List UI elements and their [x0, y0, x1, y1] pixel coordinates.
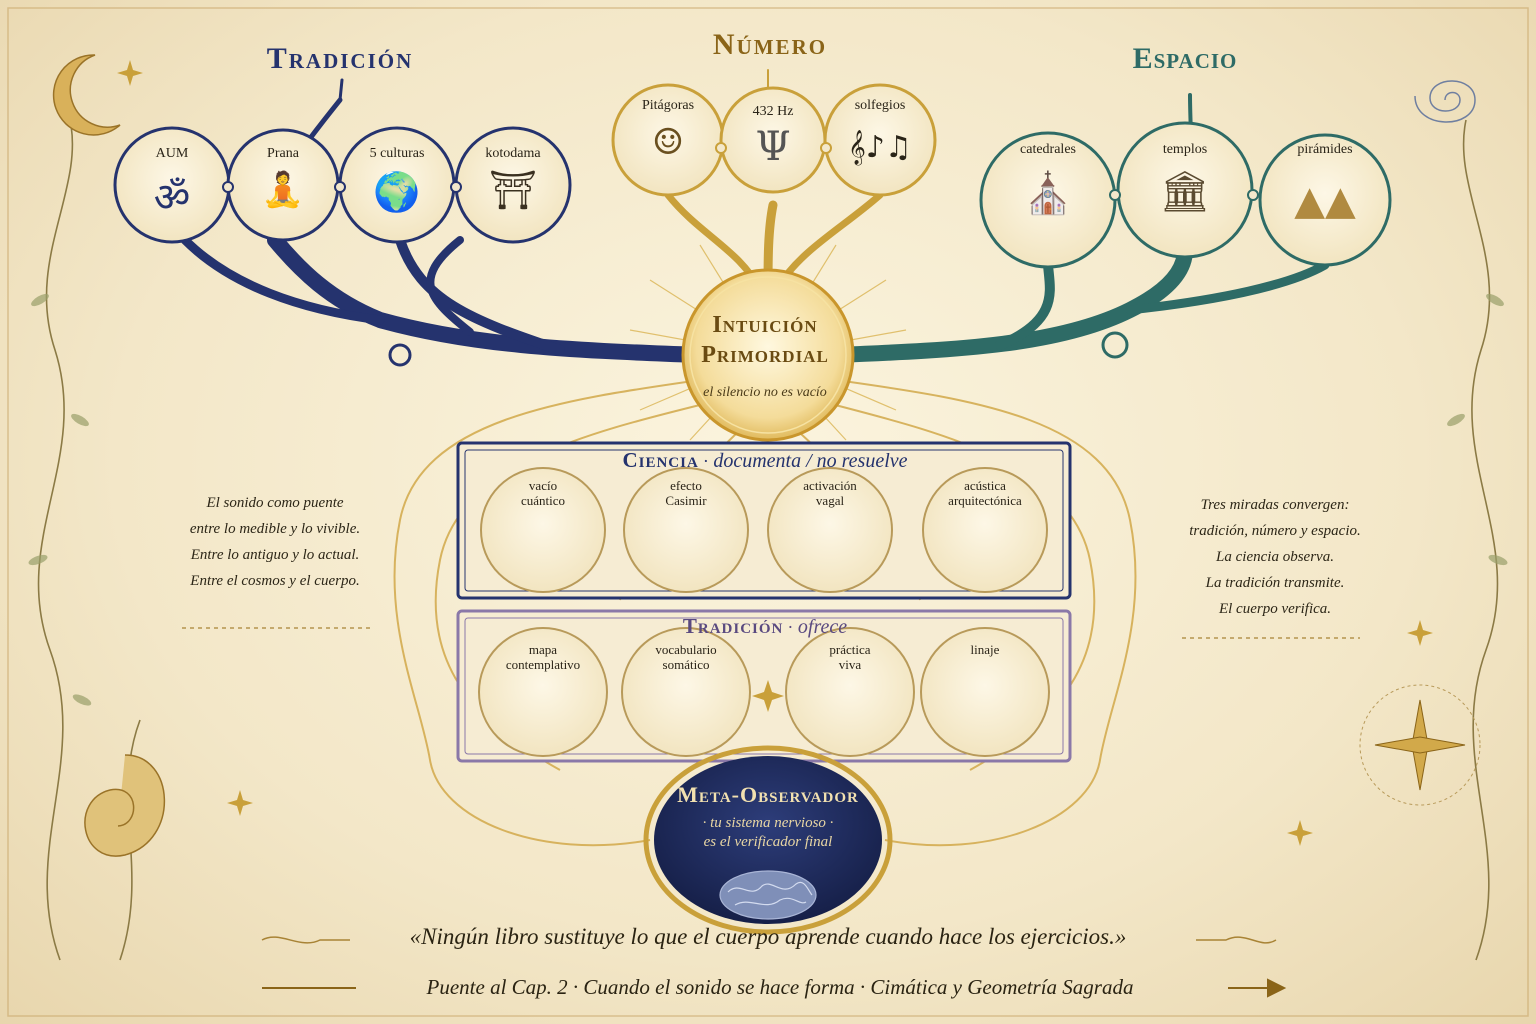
- node-pitagoras-label: Pitágoras: [641, 98, 695, 113]
- node-kotodama-label: kotodama: [485, 146, 541, 161]
- left-text-line: Entre lo antiguo y lo actual.: [190, 547, 360, 563]
- core-title: Intuición Primordial: [660, 310, 870, 370]
- left-text-line: Entre el cosmos y el cuerpo.: [190, 573, 360, 589]
- core-disc: [681, 268, 855, 442]
- tradicion-item-vocabulario: vocabulario somático: [655, 642, 717, 672]
- left-text-line: entre lo medible y lo vivible.: [189, 521, 361, 537]
- ciencia-panel-frame: [456, 441, 1072, 600]
- compass-star-icon: [1374, 699, 1466, 791]
- node-solfegios-label: solfegios: [854, 98, 906, 113]
- music-notes-icon: 𝄞♪♫: [848, 130, 912, 165]
- spiral-galaxy-icon: [1414, 80, 1476, 123]
- chapter-bridge-link[interactable]: Puente al Cap. 2 · Cuando el sonido se h…: [426, 975, 1134, 999]
- right-text-line: La tradición transmite.: [1205, 575, 1345, 591]
- temple-icon: 🏛: [1159, 169, 1211, 215]
- core-title-line1: Intuición: [712, 312, 818, 338]
- ciencia-item-activacion-vagal: activación vagal: [803, 478, 857, 508]
- meta-frame: [643, 745, 893, 935]
- nautilus-icon: [84, 754, 166, 857]
- globe-icon: 🌍: [373, 170, 421, 214]
- torii-icon: ⛩: [488, 168, 538, 212]
- node-templos-label: templos: [1162, 142, 1208, 157]
- left-text-line: El sonido como puente: [206, 495, 344, 511]
- tradicion-panel-header: Tradición · ofrece: [682, 614, 848, 638]
- meta-subtitle: · tu sistema nervioso · es el verificado…: [648, 814, 888, 852]
- ciencia-item-acustica: acústica arquitectónica: [948, 478, 1022, 508]
- right-text-line: tradición, número y espacio.: [1189, 523, 1361, 539]
- numero-heading: Número: [712, 28, 828, 61]
- espacio-heading: Espacio: [1132, 42, 1238, 75]
- tradicion-item-mapa: mapa contemplativo: [505, 642, 581, 672]
- node-prana-label: Prana: [267, 146, 299, 161]
- tradicion-panel-title: Tradición: [682, 614, 784, 638]
- numero-nodes: [611, 83, 937, 197]
- ciencia-panel-subtitle: documenta / no resuelve: [713, 450, 908, 472]
- node-aum-label: AUM: [155, 146, 189, 161]
- right-vine: [1462, 119, 1499, 961]
- meta-line2: es el verificador final: [703, 834, 833, 850]
- tradicion-panel-subtitle: ofrece: [797, 616, 848, 638]
- cathedral-icon: ⛪: [1023, 171, 1073, 217]
- tradicion-heading: Tradición: [266, 42, 414, 75]
- meta-line1: · tu sistema nervioso ·: [702, 815, 834, 831]
- tradicion-item-linaje: linaje: [970, 642, 1000, 657]
- ciencia-item-efecto-casimir: efecto Casimir: [665, 478, 707, 508]
- left-text-block: El sonido como puente entre lo medible y…: [150, 490, 400, 594]
- om-icon: ॐ: [153, 175, 191, 221]
- node-5-culturas-label: 5 culturas: [369, 146, 425, 161]
- closing-quote: «Ningún libro sustituye lo que el cuerpo…: [409, 924, 1127, 949]
- ciencia-panel-header: Ciencia · documenta / no resuelve: [622, 448, 908, 472]
- right-text-line: La ciencia observa.: [1216, 549, 1334, 565]
- core-subtitle: el silencio no es vacío: [703, 385, 827, 400]
- ciencia-item-vacio-cuantico: vacío cuántico: [520, 478, 566, 508]
- tuning-fork-icon: Ψ: [755, 124, 791, 170]
- meta-title: Meta-Observador: [677, 782, 859, 807]
- right-text-line: Tres miradas convergen:: [1200, 497, 1350, 513]
- brain-icon: [719, 870, 817, 920]
- node-catedrales-label: catedrales: [1020, 142, 1076, 157]
- right-text-line: El cuerpo verifica.: [1218, 601, 1332, 617]
- moon-icon: [52, 54, 121, 136]
- node-432hz-label: 432 Hz: [752, 104, 794, 119]
- meditator-icon: 🧘: [261, 170, 305, 210]
- tradicion-item-practica: práctica viva: [829, 642, 871, 672]
- quote-ornaments: [261, 936, 1277, 944]
- pythagoras-icon: ☺: [651, 122, 685, 163]
- core-title-line2: Primordial: [701, 342, 829, 368]
- right-text-block: Tres miradas convergen: tradición, númer…: [1150, 492, 1400, 622]
- pyramids-icon: ▲▲: [1294, 178, 1356, 224]
- ciencia-panel-title: Ciencia: [622, 448, 699, 472]
- node-piramides-label: pirámides: [1297, 142, 1353, 157]
